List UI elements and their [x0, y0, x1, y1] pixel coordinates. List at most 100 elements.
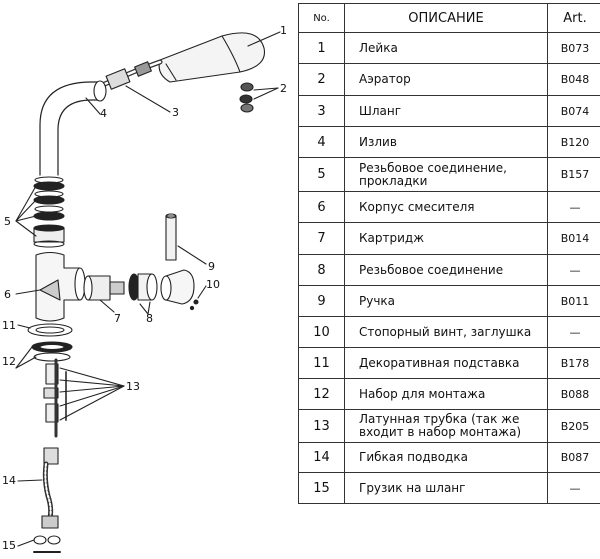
leader-line-5b — [15, 199, 37, 222]
row-article: B087 — [547, 442, 600, 473]
callout-3: 3 — [172, 106, 179, 119]
callout-9: 9 — [208, 260, 215, 273]
mixer-body-part — [35, 251, 86, 322]
leader-line-13c — [59, 385, 125, 393]
thread-connection-part — [128, 273, 158, 301]
leader-line-14 — [17, 479, 43, 482]
table-row: 11 Декоративная подставка B178 — [298, 347, 600, 379]
table-row: 8 Резьбовое соединение — — [298, 254, 600, 286]
row-article: B157 — [547, 157, 600, 192]
row-description: Резьбовое соединение, прокладки — [344, 157, 548, 192]
leader-line-15 — [17, 539, 35, 547]
callout-15: 15 — [2, 539, 16, 552]
row-description: Резьбовое соединение — [344, 254, 548, 286]
row-number: 10 — [298, 316, 345, 348]
table-header-row: No. ОПИСАНИЕ Art. — [298, 3, 600, 33]
table-row: 14 Гибкая подводка B087 — [298, 442, 600, 473]
leader-line-5d — [15, 220, 37, 237]
row-number: 8 — [298, 254, 345, 286]
row-number: 4 — [298, 126, 345, 158]
row-description: Аэратор — [344, 63, 548, 96]
decorative-base-part — [27, 323, 73, 337]
leader-line-8a — [139, 303, 149, 315]
callout-8: 8 — [146, 312, 153, 325]
row-article: — — [547, 316, 600, 348]
callout-13: 13 — [126, 380, 140, 393]
leader-line-6 — [15, 289, 41, 295]
row-article: B074 — [547, 95, 600, 127]
leader-line-8b — [147, 301, 151, 315]
row-number: 14 — [298, 442, 345, 473]
row-number: 9 — [298, 285, 345, 317]
callout-11: 11 — [2, 319, 16, 332]
leader-line-12b — [15, 356, 37, 369]
leader-line-13a — [59, 367, 125, 387]
row-article: B048 — [547, 63, 600, 96]
row-number: 7 — [298, 222, 345, 255]
parts-table: No. ОПИСАНИЕ Art. 1 Лейка B073 2 Аэратор… — [298, 3, 600, 504]
row-description: Шланг — [344, 95, 548, 127]
callout-4: 4 — [100, 107, 107, 120]
hose-weight-part — [33, 535, 61, 553]
table-row: 6 Корпус смесителя — — [298, 191, 600, 223]
table-row: 3 Шланг B074 — [298, 95, 600, 127]
row-article: — — [547, 472, 600, 504]
row-article: B205 — [547, 409, 600, 443]
callout-10: 10 — [206, 278, 220, 291]
row-number: 6 — [298, 191, 345, 223]
callout-5: 5 — [4, 215, 11, 228]
row-description: Ручка — [344, 285, 548, 317]
cartridge-part — [83, 275, 125, 301]
leader-line-12a — [15, 346, 33, 369]
hose-part — [97, 59, 163, 90]
leader-line-3 — [125, 85, 171, 113]
leader-line-9 — [177, 245, 207, 265]
row-number: 5 — [298, 157, 345, 192]
leader-line-4 — [85, 97, 101, 115]
set-screw-part — [189, 299, 199, 311]
table-row: 10 Стопорный винт, заглушка — — [298, 316, 600, 348]
row-description: Декоративная подставка — [344, 347, 548, 379]
leader-line-5c — [15, 215, 37, 222]
row-description: Латунная трубка (так же входит в набор м… — [344, 409, 548, 443]
row-number: 3 — [298, 95, 345, 127]
thread-connection-rings-part — [33, 176, 65, 248]
table-row: 12 Набор для монтажа B088 — [298, 378, 600, 410]
table-row: 9 Ручка B011 — [298, 285, 600, 317]
row-number: 13 — [298, 409, 345, 443]
table-row: 13 Латунная трубка (так же входит в набо… — [298, 409, 600, 443]
table-row: 2 Аэратор B048 — [298, 63, 600, 96]
leader-line-10 — [197, 285, 207, 299]
leader-line-11 — [17, 324, 31, 329]
header-description: ОПИСАНИЕ — [344, 3, 548, 33]
row-article: B088 — [547, 378, 600, 410]
header-no: No. — [298, 3, 345, 33]
leader-line-2a — [253, 87, 279, 91]
leader-line-2b — [253, 87, 279, 100]
row-description: Корпус смесителя — [344, 191, 548, 223]
row-number: 12 — [298, 378, 345, 410]
leader-line-1 — [247, 31, 281, 47]
callout-14: 14 — [2, 474, 16, 487]
row-description: Лейка — [344, 32, 548, 64]
leader-line-13b — [59, 379, 125, 387]
row-description: Излив — [344, 126, 548, 158]
row-article: B073 — [547, 32, 600, 64]
row-article: — — [547, 254, 600, 286]
leader-line-5a — [15, 185, 37, 222]
spray-head-part — [158, 32, 266, 83]
flexible-hose-part — [41, 447, 59, 529]
table-body: 1 Лейка B073 2 Аэратор B048 3 Шланг B074… — [298, 32, 600, 504]
callout-2: 2 — [280, 82, 287, 95]
leader-line-13e — [59, 385, 125, 421]
table-row: 1 Лейка B073 — [298, 32, 600, 64]
faucet-exploded-diagram: 1 2 3 4 5 — [2, 24, 287, 553]
header-article: Art. — [547, 3, 600, 33]
row-number: 15 — [298, 472, 345, 504]
callout-12: 12 — [2, 355, 16, 368]
leader-line-7 — [99, 299, 115, 313]
callout-7: 7 — [114, 312, 121, 325]
row-description: Стопорный винт, заглушка — [344, 316, 548, 348]
table-row: 4 Излив B120 — [298, 126, 600, 158]
table-row: 5 Резьбовое соединение, прокладки B157 — [298, 157, 600, 192]
